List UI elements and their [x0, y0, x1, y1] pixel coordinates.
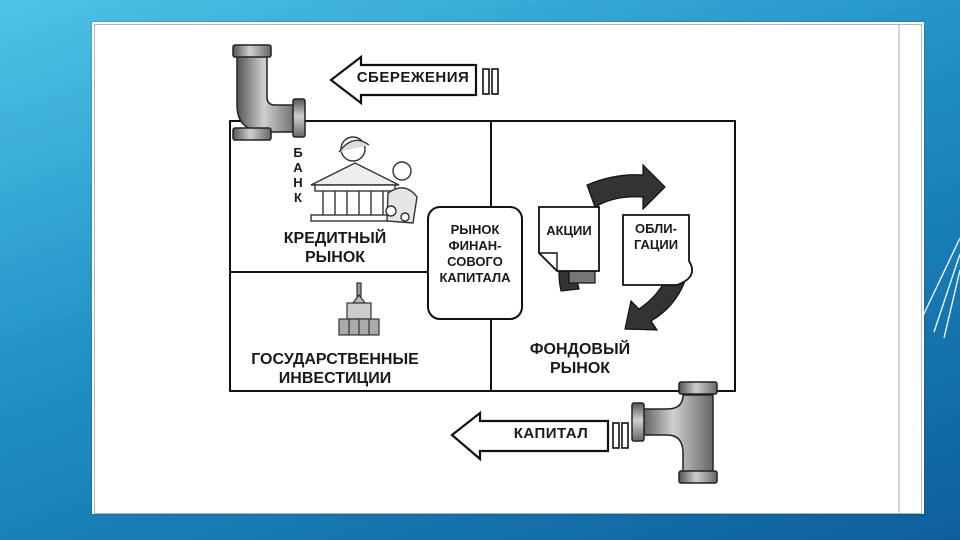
shares-document-icon	[538, 206, 600, 272]
scan-edge-line	[898, 25, 900, 513]
capital-label: КАПИТАЛ	[513, 425, 589, 442]
bonds-document-icon	[622, 214, 693, 286]
government-investments-label: ГОСУДАРСТВЕННЫЕ ИНВЕСТИЦИИ	[251, 351, 419, 387]
shares-label: АКЦИИ	[546, 223, 592, 238]
capital-arrow	[450, 410, 629, 462]
decorative-diagonal-lines	[921, 237, 960, 339]
government-building-icon	[338, 282, 380, 336]
credit-market-label: КРЕДИТНЫЙ РЫНОК	[283, 230, 387, 266]
bank-label: БАНК	[293, 145, 303, 205]
capital-pipe	[631, 381, 718, 484]
financial-capital-market-label: РЫНОК ФИНАН- СОВОГО КАПИТАЛА	[439, 222, 511, 285]
capital-market-diagram	[229, 44, 736, 484]
savings-arrow	[329, 54, 499, 106]
savings-pipe	[232, 44, 306, 141]
savings-label: СБЕРЕЖЕНИЯ	[356, 69, 470, 86]
stock-market-label: ФОНДОВЫЙ РЫНОК	[529, 341, 631, 377]
diagram-slide: СБЕРЕЖЕНИЯ КАПИТАЛ БАНК КРЕДИТНЫЙ РЫНОК …	[92, 22, 924, 514]
bonds-label: ОБЛИ- ГАЦИИ	[633, 221, 679, 252]
financial-capital-market-box	[427, 206, 523, 320]
scanned-diagram-panel: СБЕРЕЖЕНИЯ КАПИТАЛ БАНК КРЕДИТНЫЙ РЫНОК …	[94, 24, 922, 514]
bank-building-icon	[310, 136, 418, 224]
